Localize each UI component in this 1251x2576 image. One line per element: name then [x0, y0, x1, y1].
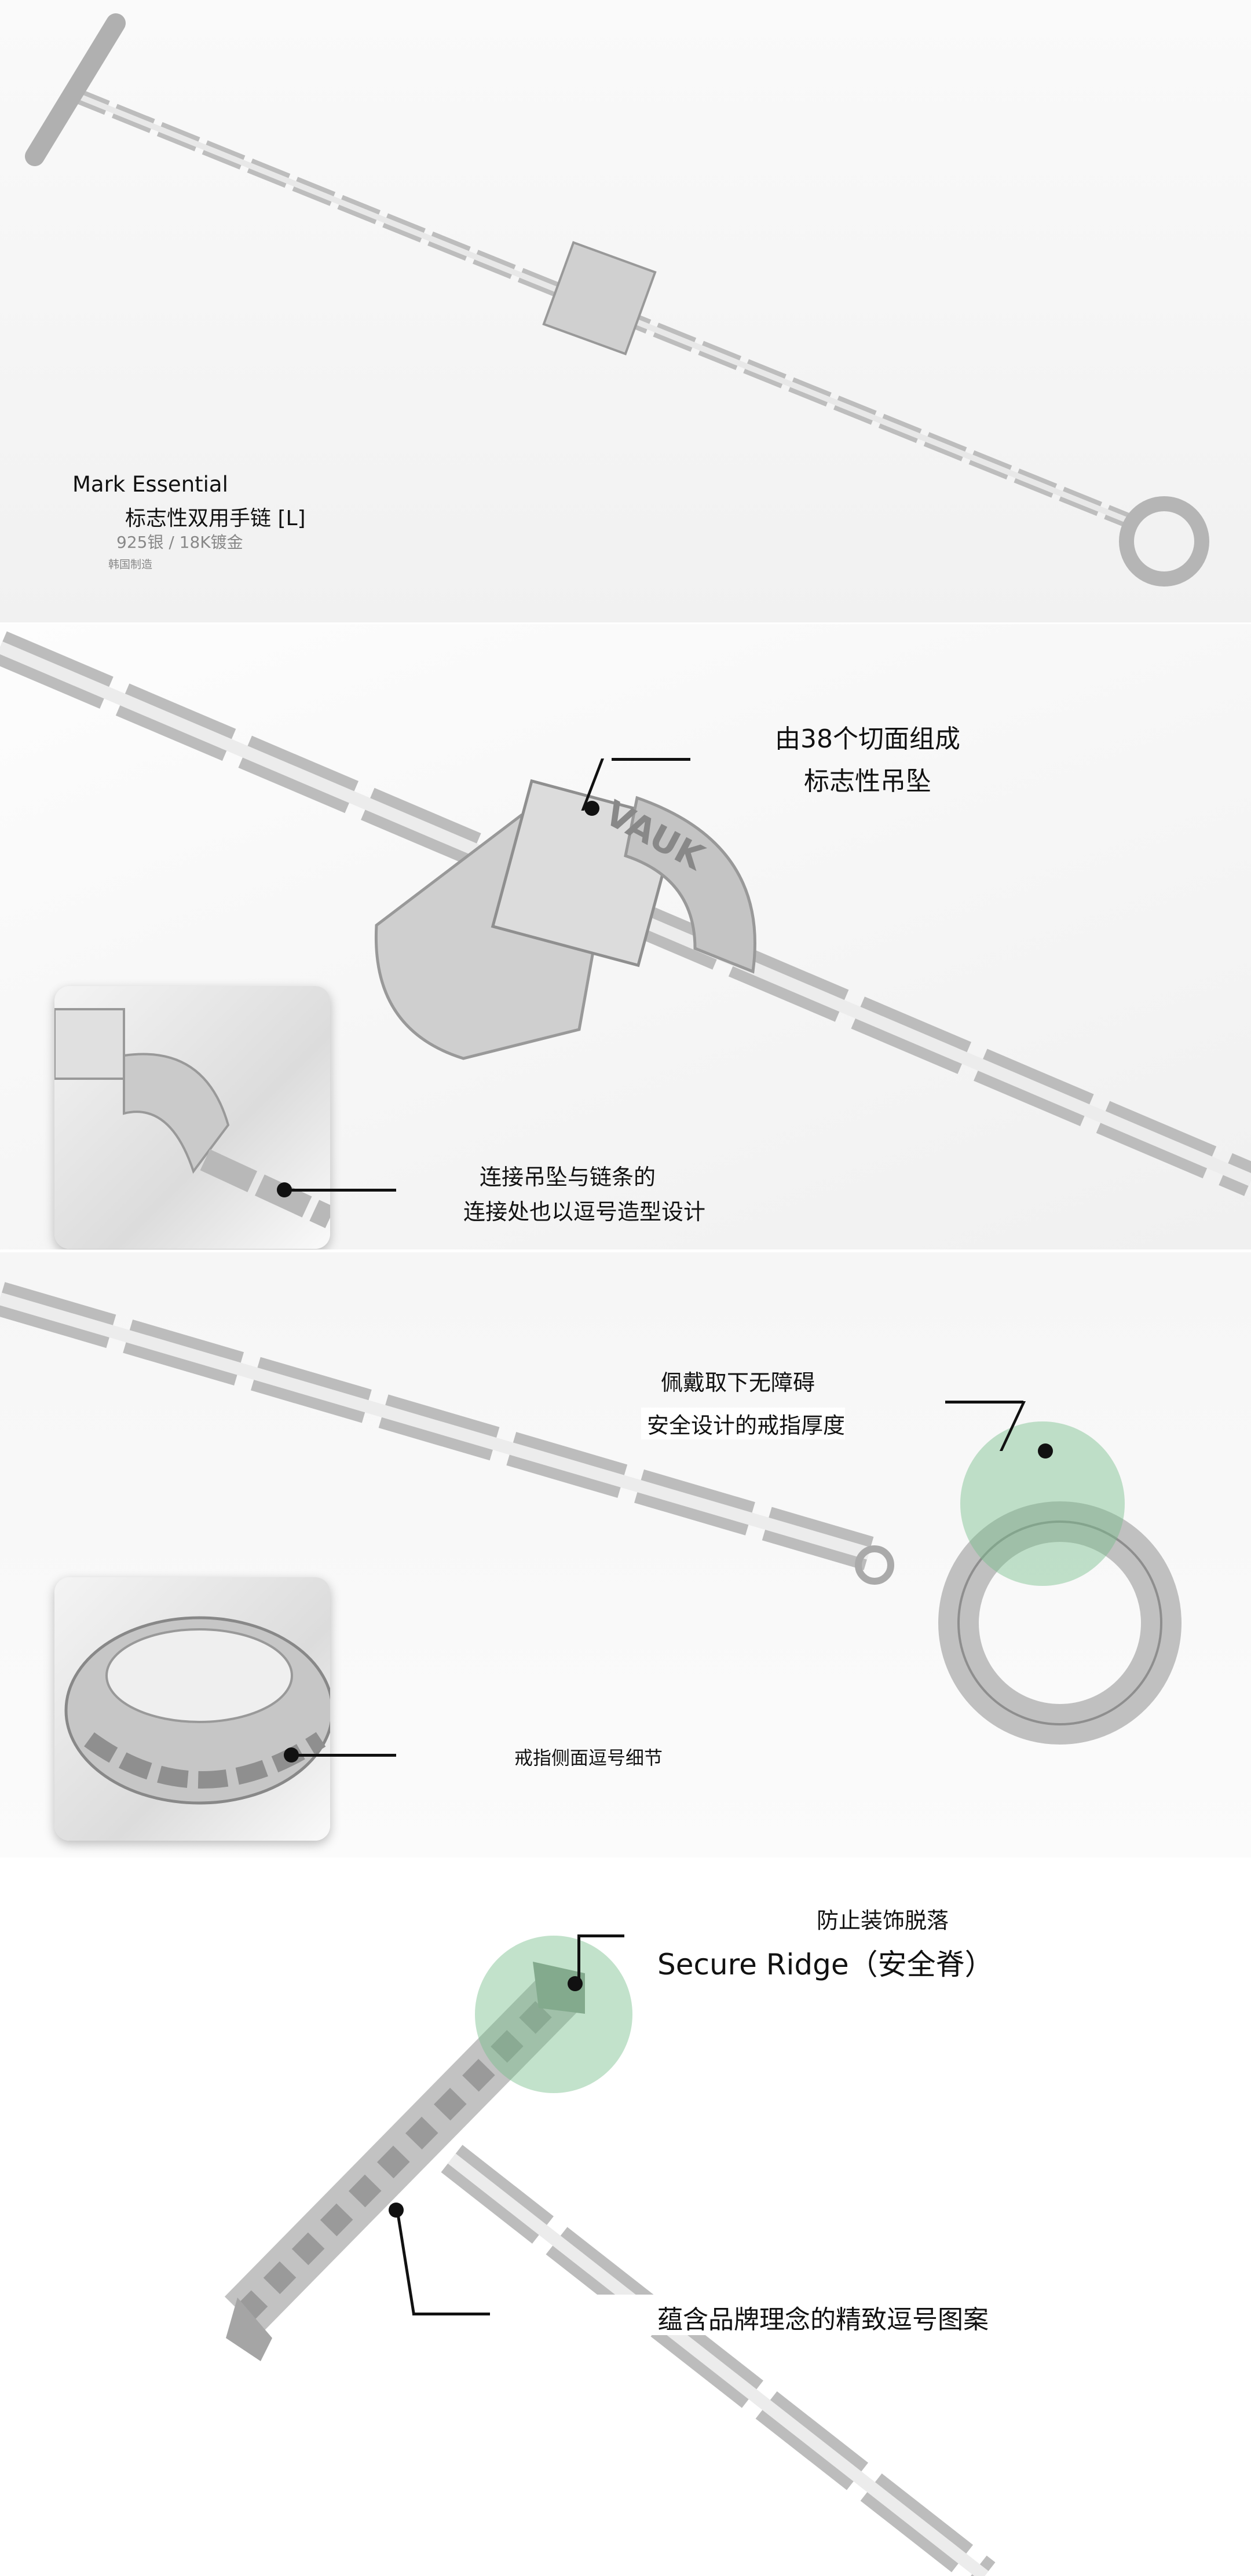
- ridge-callout-line: [577, 1934, 624, 1937]
- ridge-feature-line2: Secure Ridge（安全脊）: [657, 1948, 994, 1981]
- ring-closeup-image: [0, 1282, 1182, 1745]
- pendant-section: VAUK 由38个切面组成 标志性吊坠 连接吊坠与链条的 连接处也以逗号造型设计: [0, 624, 1251, 1249]
- connector-callout-dot: [277, 1182, 292, 1197]
- ring-side-inset-image: [54, 1577, 330, 1841]
- connector-feature-line1: 连接吊坠与链条的: [480, 1164, 656, 1190]
- ridge-feature-line1: 防止装饰脱落: [817, 1908, 949, 1933]
- pattern-callout-line: [412, 2313, 490, 2315]
- ring-side-feature: 戒指侧面逗号细节: [514, 1747, 663, 1769]
- ring-side-callout-dot: [284, 1747, 299, 1762]
- pattern-feature: 蕴含品牌理念的精致逗号图案: [657, 2305, 989, 2335]
- ridge-callout-dot: [568, 1976, 583, 1991]
- pattern-label-backdrop: [490, 2295, 1133, 2335]
- ridge-highlight-circle: [475, 1936, 632, 2093]
- pendant-feature-line1: 由38个切面组成: [775, 724, 960, 754]
- tbar-section: 防止装饰脱落 Secure Ridge（安全脊） 蕴含品牌理念的精致逗号图案: [0, 1857, 1251, 2576]
- connector-callout-line: [283, 1189, 396, 1192]
- product-name-en: Mark Essential: [72, 472, 228, 497]
- ring-feature-line2: 安全设计的戒指厚度: [641, 1408, 846, 1439]
- product-name-cn: 标志性双用手链 [L]: [125, 507, 306, 530]
- bracelet-overview-image: [25, 13, 1209, 587]
- ridge-callout-line: [577, 1934, 580, 1981]
- pendant-feature-line2: 标志性吊坠: [804, 767, 931, 796]
- ring-side-callout-line: [290, 1754, 396, 1757]
- pendant-closeup-image: VAUK: [0, 631, 1251, 1196]
- product-material: 925银 / 18K镀金: [116, 533, 243, 552]
- ring-callout-line: [945, 1401, 1023, 1404]
- connector-inset-image: [54, 986, 330, 1249]
- product-origin: 韩国制造: [108, 558, 153, 571]
- connector-feature-line2: 连接处也以逗号造型设计: [463, 1199, 706, 1225]
- ring-callout-dot: [1038, 1443, 1053, 1459]
- ring-feature-line1: 佩戴取下无障碍: [661, 1370, 815, 1395]
- overview-section: Mark Essential 标志性双用手链 [L] 925银 / 18K镀金 …: [0, 0, 1251, 622]
- tbar-closeup-image: [224, 1962, 996, 2576]
- pendant-callout-line: [612, 758, 690, 761]
- ring-section: 佩戴取下无障碍 安全设计的戒指厚度 戒指侧面逗号细节: [0, 1252, 1251, 1857]
- pendant-callout-dot: [584, 801, 599, 816]
